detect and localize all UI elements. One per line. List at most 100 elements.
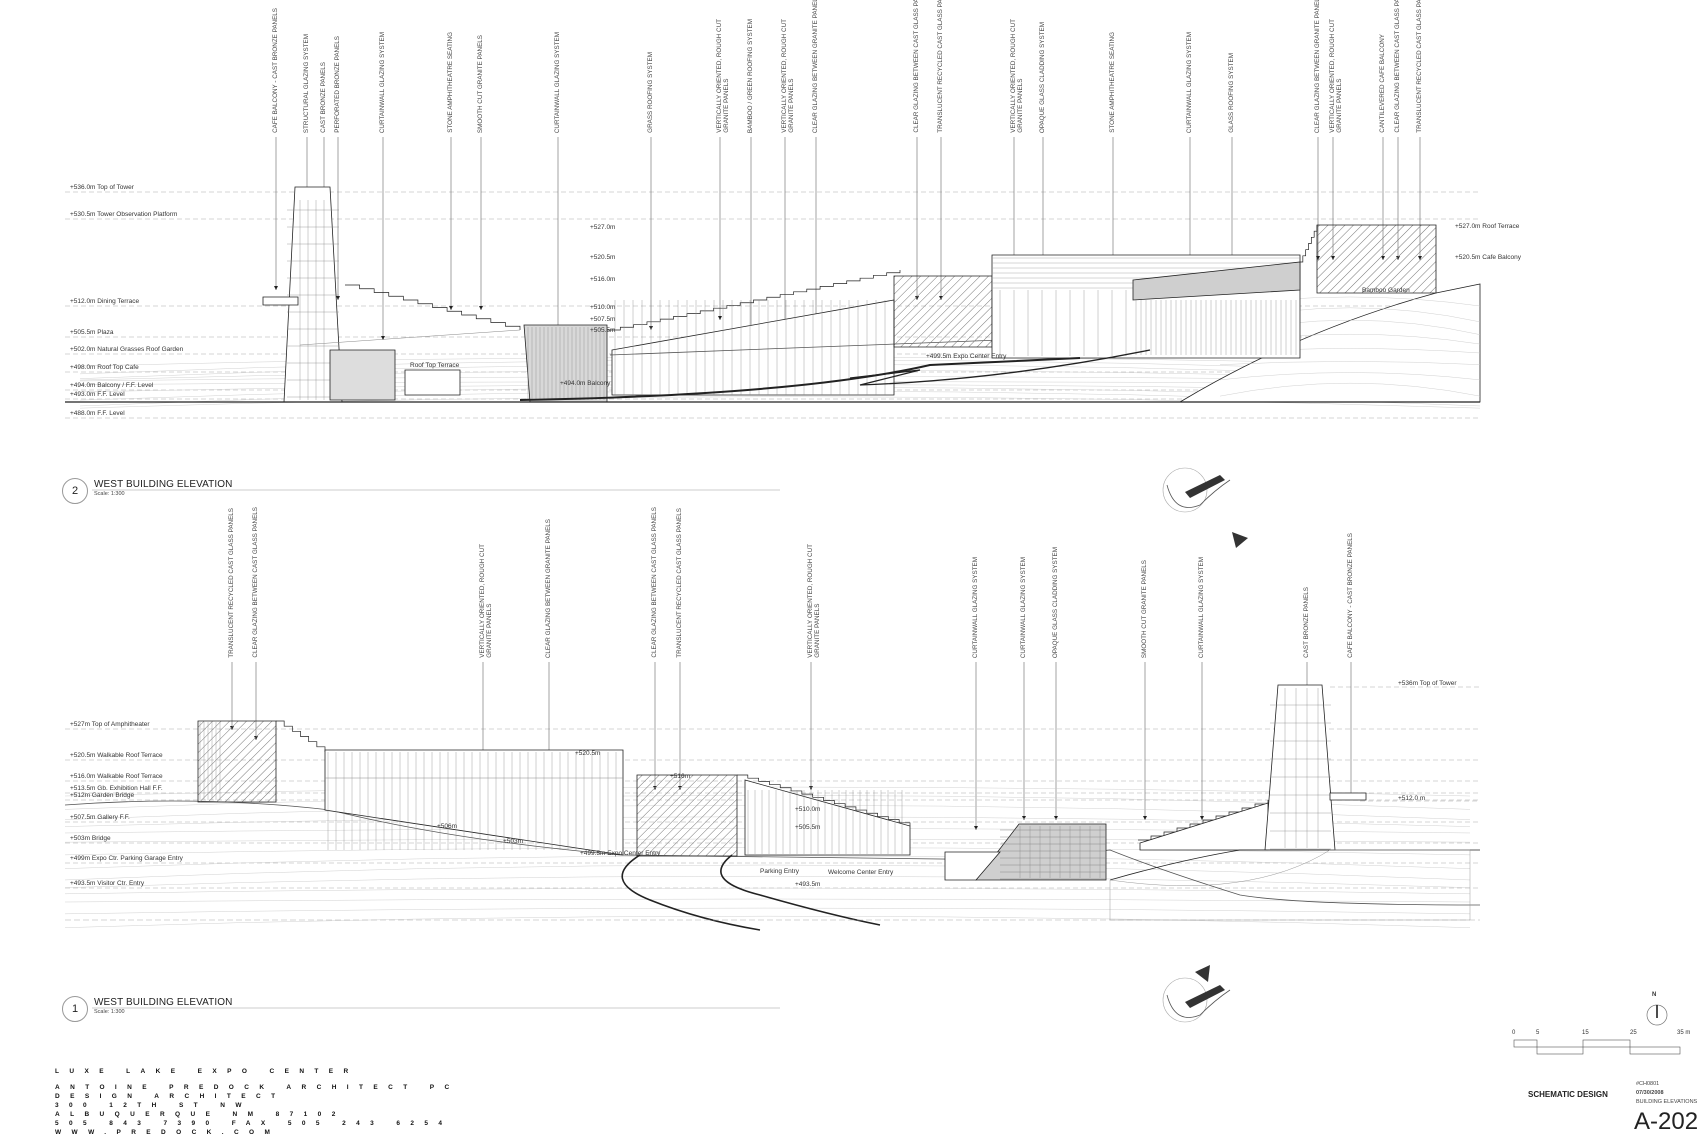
drawing-title-2: WEST BUILDING ELEVATION xyxy=(94,479,233,490)
scale-bar-segment xyxy=(1582,1039,1631,1048)
material-callout: CAST BRONZE PANELS xyxy=(320,62,327,133)
material-callout: STONE AMPHITHEATRE SEATING xyxy=(1109,32,1116,133)
material-callout: VERTICALLY ORIENTED, ROUGH CUT GRANITE P… xyxy=(479,544,493,658)
elevation-annotation: +505.5m xyxy=(590,327,616,334)
dining-terrace-slab xyxy=(262,296,299,306)
terrain-hatch xyxy=(64,898,1471,903)
arrow-icon xyxy=(274,286,278,290)
level-label: +507.5m Gallery F.F. xyxy=(70,814,130,821)
sheet-date: 07/30/2008 xyxy=(1636,1090,1664,1096)
drawing-scale-1: Scale: 1:300 xyxy=(94,1009,125,1015)
entry-road xyxy=(849,349,1151,386)
rooftop-cafe-glazing xyxy=(329,349,396,401)
material-callout: GRASS ROOFING SYSTEM xyxy=(647,52,654,133)
key-plan-contour xyxy=(1162,467,1208,513)
material-callout: SMOOTH CUT GRANITE PANELS xyxy=(1141,559,1148,658)
material-callout: STRUCTURAL GLAZING SYSTEM xyxy=(303,33,310,133)
stepped-roof xyxy=(276,720,326,752)
granite-terrace xyxy=(744,779,911,856)
terrain-hatch xyxy=(1219,372,1481,381)
sheet-title: BUILDING ELEVATIONS xyxy=(1636,1099,1698,1105)
entry-ramp xyxy=(519,357,1081,401)
phase-label: SCHEMATIC DESIGN xyxy=(1528,1090,1608,1099)
firm-line: 505 843 7390 FAX 505 243 6254 xyxy=(55,1120,453,1127)
key-plan-contour xyxy=(1162,977,1208,1023)
north-label: N xyxy=(1652,992,1657,998)
elevation-annotation: +516m xyxy=(670,773,691,780)
arrow-icon xyxy=(1143,816,1147,820)
elevation-annotation: +493.5m xyxy=(795,881,821,888)
elevation-annotation: +499.5m Expo Center Entry xyxy=(580,850,661,857)
material-callout: CAFE BALCONY - CAST BRONZE PANELS xyxy=(272,8,279,133)
key-plan xyxy=(1162,965,1231,1023)
material-callout: OPAQUE GLASS CLADDING SYSTEM xyxy=(1039,21,1046,133)
terrain-hatch xyxy=(64,875,1471,888)
scale-bar-segment xyxy=(1629,1046,1681,1055)
level-label: +493.5m Visitor Ctr. Entry xyxy=(70,880,145,887)
elevation-annotation: +527.0m xyxy=(590,224,616,231)
firm-line: ALBUQUERQUE NM 87102 xyxy=(55,1111,346,1118)
terrain-hatch xyxy=(64,855,1471,869)
material-callout: STONE AMPHITHEATRE SEATING xyxy=(447,32,454,133)
arrow-icon xyxy=(336,296,340,300)
project-number: #CH0801 xyxy=(1636,1081,1660,1087)
arrow-icon xyxy=(974,826,978,830)
amphitheatre-steps xyxy=(345,284,521,330)
glass-roof-wedge xyxy=(1132,261,1301,301)
key-plan-outline xyxy=(1166,989,1231,1018)
elevation-annotation: +520.5m xyxy=(575,750,601,757)
stepped-roof xyxy=(607,270,901,331)
level-label: +502.0m Natural Grasses Roof Garden xyxy=(70,346,184,353)
elevation-annotation: +510.0m xyxy=(590,304,616,311)
terrain-hatch xyxy=(64,915,1471,928)
scale-tick: 35 m xyxy=(1677,1030,1691,1036)
drawing-title-1: WEST BUILDING ELEVATION xyxy=(94,997,233,1008)
arrow-icon xyxy=(479,306,483,310)
terrain-hatch xyxy=(1219,383,1481,397)
level-label-right: +536m Top of Tower xyxy=(1398,680,1457,687)
firm-line: WWW.PREDOCK.COM xyxy=(55,1129,281,1136)
material-callout: OPAQUE GLASS CLADDING SYSTEM xyxy=(1052,546,1059,658)
elevation-annotation: +505.5m xyxy=(795,824,821,831)
material-callout: CLEAR GLAZING BETWEEN GRANITE PANELS xyxy=(1314,0,1321,133)
level-label: +513.5m Gb. Exhibition Hall F.F. xyxy=(70,785,163,792)
material-callout: VERTICALLY ORIENTED, ROUGH CUT GRANITE P… xyxy=(807,544,821,658)
stepped-roof xyxy=(737,774,911,826)
root-top-terrace xyxy=(404,369,461,396)
material-callout: CAFE BALCONY - CAST BRONZE PANELS xyxy=(1347,533,1354,658)
material-callout: CLEAR GLAZING BETWEEN CAST GLASS PANELS xyxy=(913,0,920,133)
drawing-number-2: 2 xyxy=(62,478,88,504)
level-label: +530.5m Tower Observation Platform xyxy=(70,211,178,218)
bamboo-garden-block xyxy=(1316,224,1437,294)
cast-glass-block xyxy=(893,275,993,348)
hill-base xyxy=(1109,849,1471,921)
material-callout: BAMBOO / GREEN ROOFING SYSTEM xyxy=(747,18,754,133)
material-callout: TRANSLUCENT RECYCLED CAST GLASS PANELS xyxy=(937,0,944,133)
view-direction-arrow-icon xyxy=(1195,965,1210,982)
elevation-annotation: Roof Top Terrace xyxy=(410,362,460,369)
roof-edge xyxy=(299,329,521,346)
exhibition-hall-glass xyxy=(636,774,738,857)
level-label-right: +527.0m Roof Terrace xyxy=(1455,223,1520,230)
material-callout: CURTAINWALL GLAZING SYSTEM xyxy=(1186,31,1193,133)
level-label: +498.0m Roof Top Cafe xyxy=(70,364,139,371)
scale-bar-segment xyxy=(1536,1046,1584,1055)
amphitheater-glass-block xyxy=(197,720,277,803)
access-road xyxy=(720,854,881,926)
level-label: +505.5m Plaza xyxy=(70,329,114,336)
material-callout: VERTICALLY ORIENTED, ROUGH CUT GRANITE P… xyxy=(781,19,795,133)
firm-line: DESIGN ARCHITECT xyxy=(55,1093,286,1100)
material-callout: CURTAINWALL GLAZING SYSTEM xyxy=(972,556,979,658)
terrain-hatch xyxy=(1219,361,1481,365)
hill-edge xyxy=(1109,849,1480,881)
level-label-right: +520.5m Cafe Balcony xyxy=(1455,254,1521,261)
project-name: LUXE LAKE EXPO CENTER xyxy=(55,1068,359,1075)
level-label: +512m Garden Bridge xyxy=(70,792,135,799)
level-label: +494.0m Balcony / F.F. Level xyxy=(70,382,154,389)
material-callout: PERFORATED BRONZE PANELS xyxy=(334,36,341,133)
level-label: +493.0m F.F. Level xyxy=(70,391,125,398)
stepped-roof xyxy=(1300,225,1318,263)
hillside xyxy=(1178,283,1481,403)
terrain-hatch xyxy=(64,887,1471,895)
